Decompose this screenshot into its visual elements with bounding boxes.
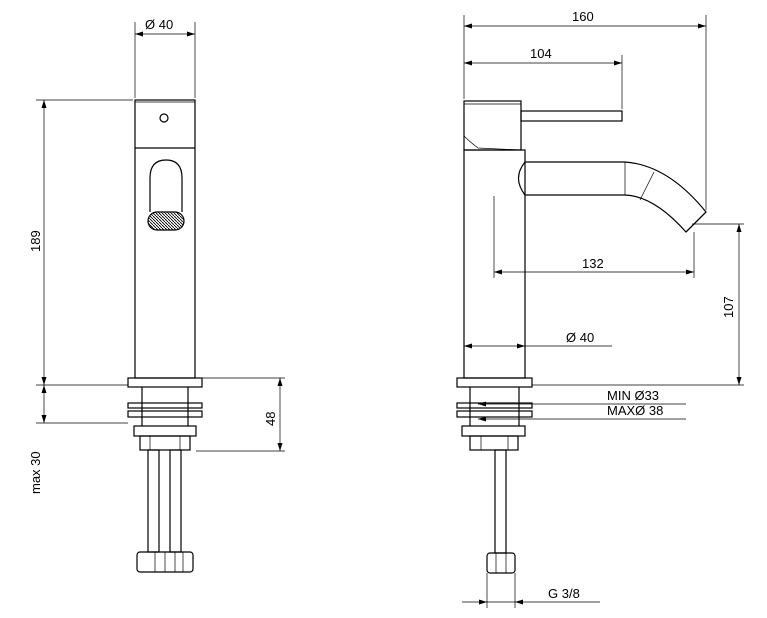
front-aerator-recess: [149, 159, 183, 212]
dim-mount-height: 48: [263, 412, 278, 426]
dim-lever-length: 104: [530, 46, 552, 61]
dim-hole-max: MAXØ 38: [607, 403, 663, 418]
front-aerator: [147, 211, 185, 231]
front-indicator-dot: [159, 113, 169, 123]
side-washer-top: [456, 402, 533, 409]
side-view: [456, 100, 707, 574]
dim-hole-min: MIN Ø33: [607, 388, 659, 403]
dim-total-length: 160: [572, 9, 594, 24]
dim-max-thickness: max 30: [28, 451, 43, 494]
front-base-flange: [127, 377, 203, 388]
side-hose-nut: [486, 552, 516, 574]
dim-spout-reach: 132: [582, 256, 604, 271]
dim-spout-height: 107: [721, 296, 736, 318]
dim-connection: G 3/8: [548, 586, 580, 601]
dim-height: 189: [28, 230, 43, 252]
front-view: [127, 99, 203, 573]
front-hose-left: [147, 449, 160, 553]
front-hose-right: [169, 449, 182, 553]
dim-diameter-top: Ø 40: [145, 17, 173, 32]
side-base-flange: [456, 377, 533, 388]
side-fixing-nut: [461, 425, 526, 437]
side-washer-bottom: [456, 410, 533, 418]
side-dimensions: 160 104 132 107 Ø 40 MIN Ø33 MAXØ 38: [462, 9, 744, 608]
side-hose: [494, 449, 507, 554]
front-washer-top: [127, 402, 203, 409]
front-washer-bottom: [127, 410, 203, 418]
side-handle-cap: [463, 100, 522, 151]
dim-body-diameter: Ø 40: [566, 330, 594, 345]
side-lever: [520, 110, 623, 122]
side-body: [463, 149, 526, 379]
front-dimensions: Ø 40 189 max 30 48: [28, 17, 285, 494]
side-spout: [525, 161, 707, 233]
front-body: [134, 99, 196, 379]
front-fixing-nut: [133, 425, 197, 437]
